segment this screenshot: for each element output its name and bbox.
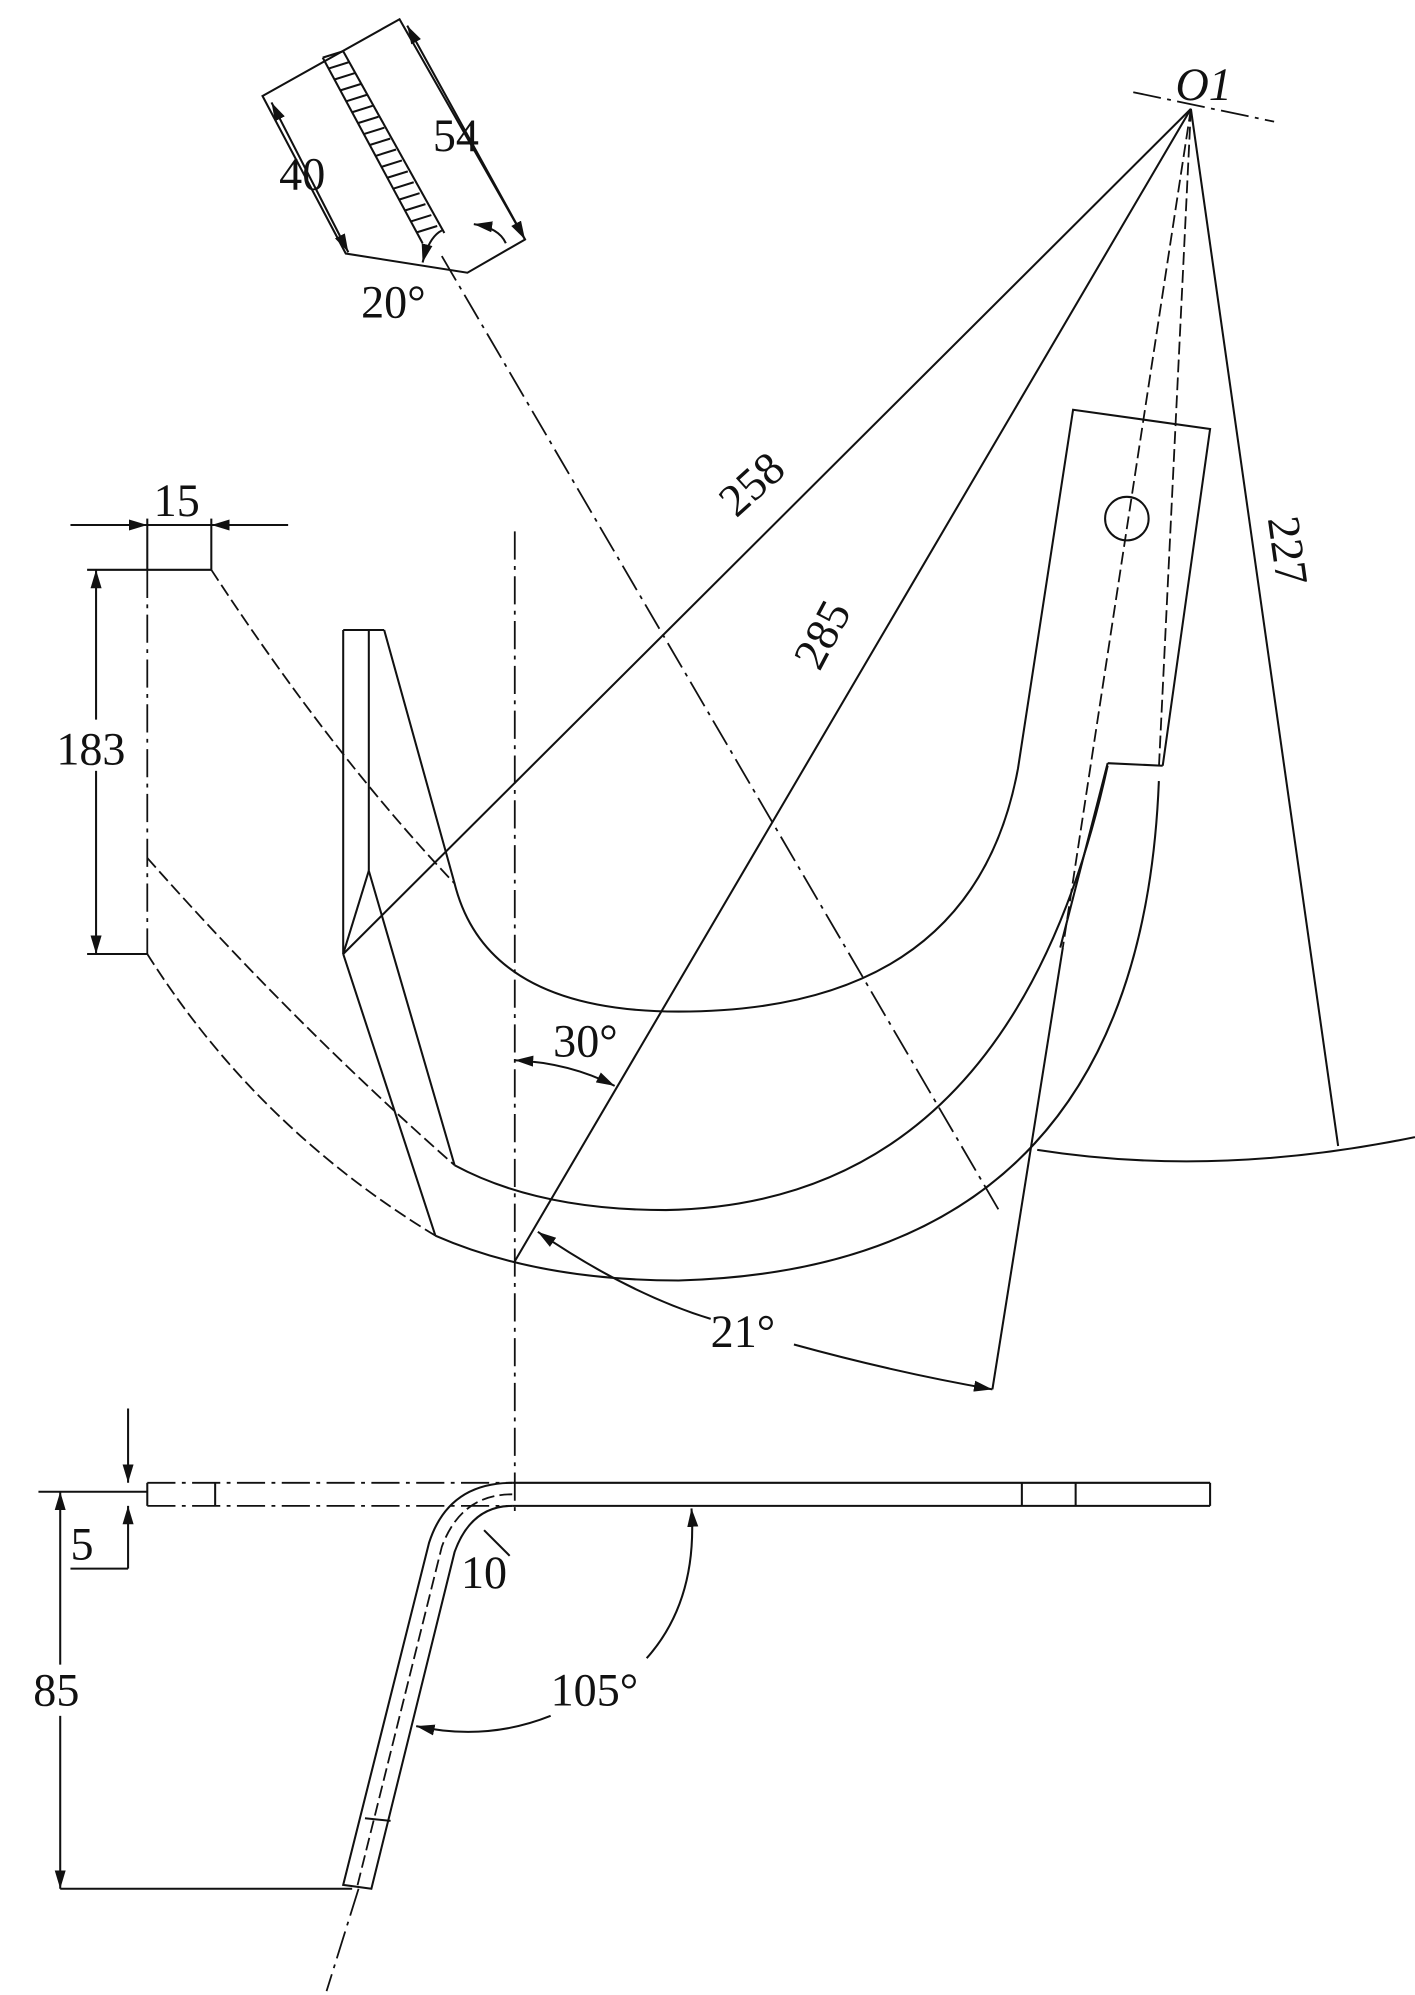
hatch-line [357,115,379,125]
hatch-line [398,192,420,201]
dim-40: 40 [279,149,325,200]
hatch-line [410,214,432,223]
dim-21-deg: 21° [711,1306,776,1357]
blade-body: 15 183 30° 21° [53,408,1212,1511]
dim-20-deg: 20° [361,277,426,328]
dim-10: 10 [461,1547,507,1598]
dim-85: 85 [33,1665,79,1716]
center-o1: O1 258 285 227 [342,59,1415,1390]
side-view: 5 10 85 105° [28,1408,1212,1992]
dim-105-deg: 105° [551,1665,639,1716]
hatch-line [416,224,438,234]
hatch-line [334,72,356,81]
dim-183: 183 [56,723,125,774]
hatch-line [392,181,415,190]
dim-15: 15 [154,475,200,526]
hatch-line [404,203,426,212]
dim-227: 227 [1258,513,1318,589]
hatch-line [363,126,385,136]
hatch-line [387,170,409,179]
dim-258: 258 [709,442,794,526]
hatch-line [351,104,373,114]
dim-30-deg: 30° [553,1015,618,1066]
dim-285: 285 [783,592,860,677]
hatch-line [345,93,368,103]
hatch-line [375,148,397,157]
hatch-line [381,159,403,168]
blade-section: 40 54 20° [261,17,527,328]
hatch-line [328,61,350,70]
hatch-line [340,83,362,92]
hatch-line [369,137,391,146]
label-o1: O1 [1176,59,1232,110]
dim-54: 54 [433,110,479,161]
dim-5: 5 [70,1519,93,1570]
hatch-line [322,50,344,59]
